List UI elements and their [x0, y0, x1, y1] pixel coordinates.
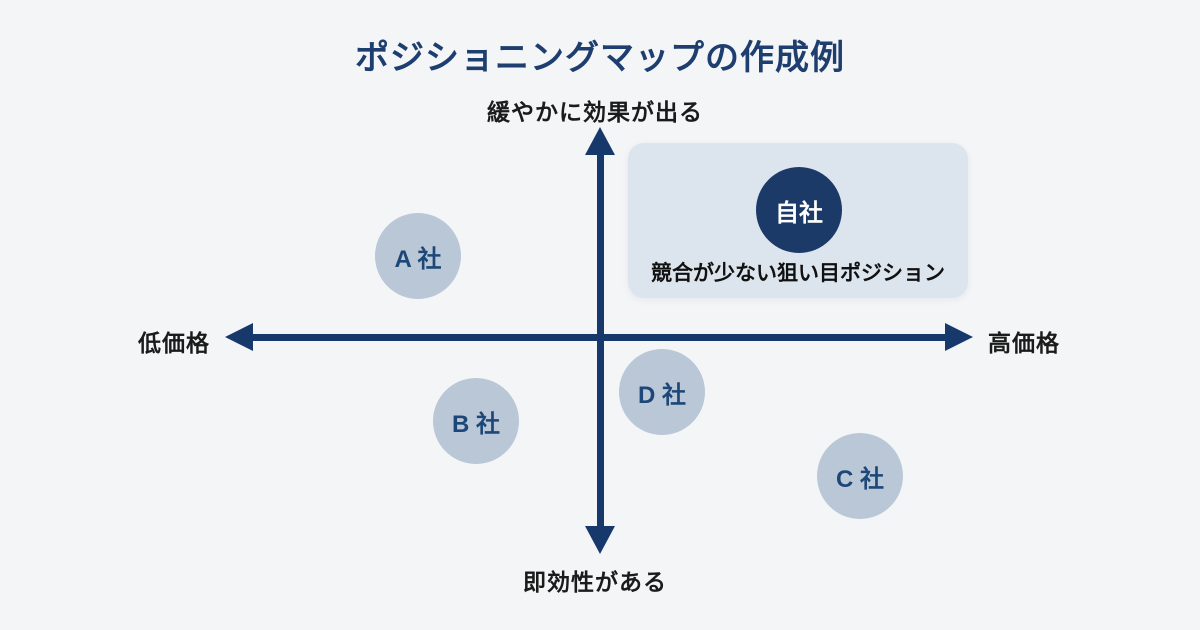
axis-label-top: 緩やかに効果が出る — [487, 99, 703, 125]
horizontal-axis-line — [246, 334, 950, 341]
arrow-right-icon — [945, 323, 973, 351]
arrow-down-icon — [585, 526, 615, 554]
highlight-caption: 競合が少ない狙い目ポジション — [651, 262, 945, 285]
bubble-company-d: D 社 — [619, 349, 705, 435]
arrow-left-icon — [225, 323, 253, 351]
axis-label-bottom: 即効性がある — [523, 569, 667, 595]
bubble-company-b: B 社 — [433, 378, 519, 464]
axis-label-left: 低価格 — [138, 330, 210, 356]
page-title: ポジショニングマップの作成例 — [355, 39, 845, 77]
arrow-up-icon — [585, 127, 615, 155]
axis-label-right: 高価格 — [988, 330, 1060, 356]
bubble-own-company: 自社 — [756, 167, 842, 253]
bubble-company-c: C 社 — [817, 433, 903, 519]
bubble-company-a: A 社 — [375, 213, 461, 299]
